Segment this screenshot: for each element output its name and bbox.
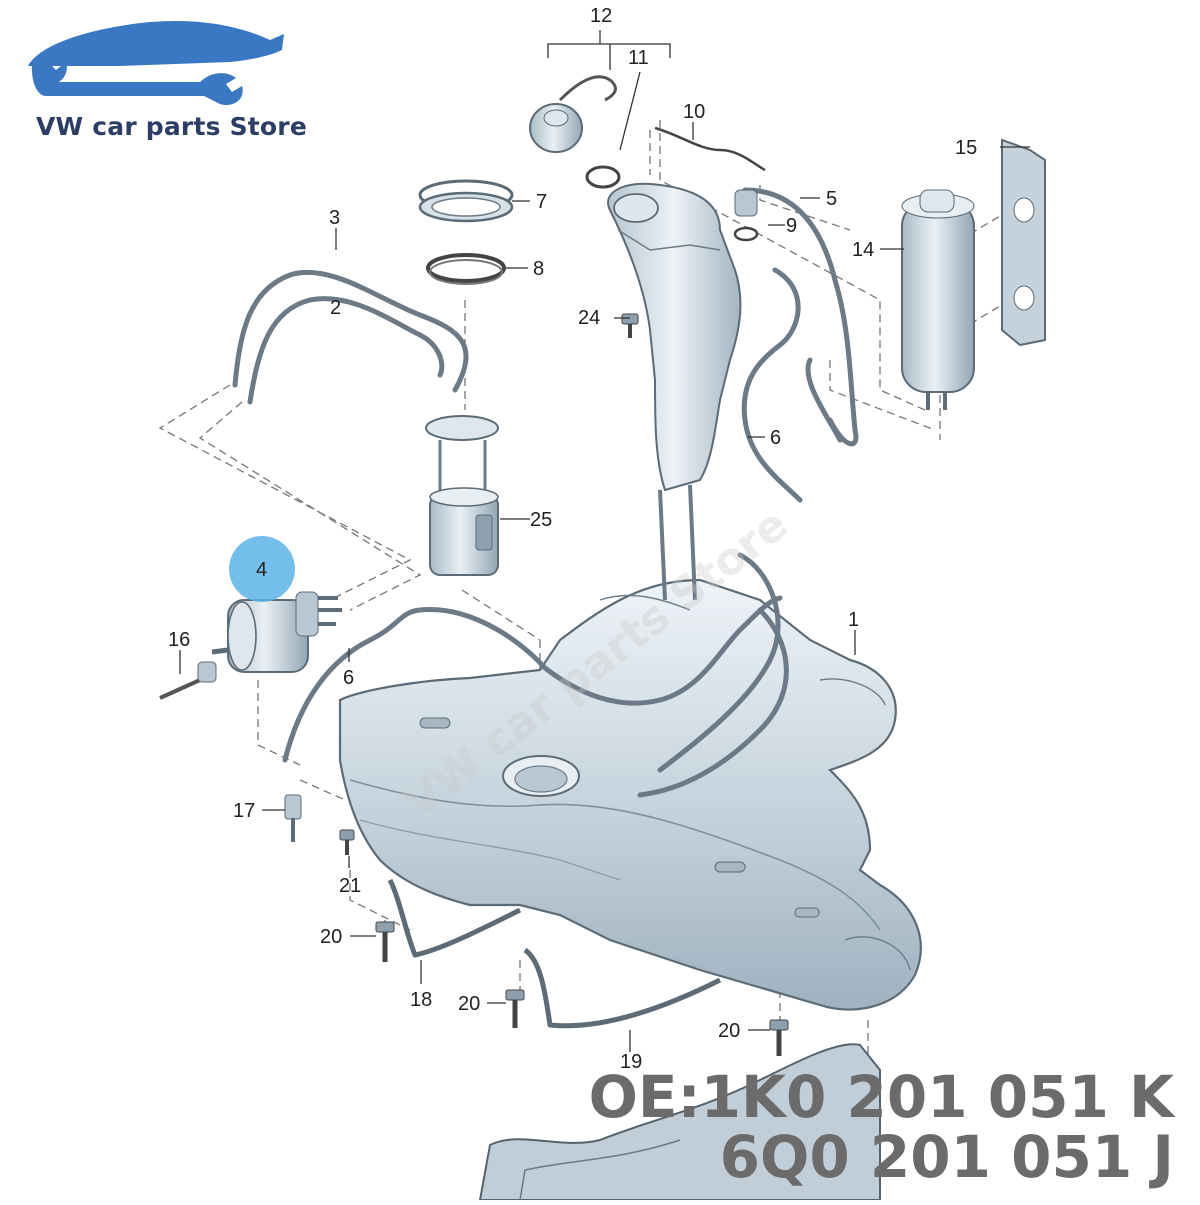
highlight-circle [229, 536, 295, 602]
heat-shield [478, 1043, 881, 1201]
callout-7: 7 [536, 191, 547, 213]
store-logo [28, 20, 284, 106]
leader-lines [179, 30, 1030, 1052]
callout-18: 18 [410, 989, 432, 1011]
callout-8: 8 [533, 258, 544, 280]
locking-ring [418, 179, 514, 223]
callout-6-left: 6 [343, 667, 354, 689]
callout-20-mid: 20 [458, 993, 480, 1015]
bolt-20a-icon [375, 921, 395, 962]
wrench-icon [31, 50, 243, 106]
car-silhouette-icon [28, 20, 284, 66]
oe-number-2: 6Q0 201 051 J [719, 1123, 1174, 1191]
connector-16 [159, 661, 217, 700]
seal-ring [426, 253, 506, 285]
callout-labels: 12 11 10 15 7 5 9 3 8 14 2 24 6 25 1 16 … [168, 5, 977, 1073]
bolt-21-icon [339, 829, 355, 855]
connector-17 [284, 794, 302, 842]
tank-straps [387, 878, 722, 1029]
carbon-canister [901, 189, 975, 410]
fuel-lines [232, 187, 859, 798]
bolt-24-icon [621, 313, 639, 338]
callout-20-right: 20 [718, 1020, 740, 1042]
callout-4-highlighted: 4 [256, 559, 267, 581]
tank-cap [529, 75, 621, 189]
canister-bracket [1001, 138, 1046, 347]
filler-neck [607, 182, 742, 601]
callout-11: 11 [628, 47, 649, 69]
store-name: VW car parts Store [36, 112, 307, 141]
callout-19: 19 [620, 1051, 642, 1073]
callout-3: 3 [329, 207, 340, 229]
callout-15: 15 [955, 137, 977, 159]
callout-16: 16 [168, 629, 190, 651]
callout-2: 2 [330, 297, 341, 319]
callout-1: 1 [848, 609, 859, 631]
callout-24: 24 [578, 307, 600, 329]
wiring-10 [654, 126, 766, 172]
callout-20-left: 20 [320, 926, 342, 948]
callout-12: 12 [590, 5, 612, 27]
callout-17: 17 [233, 800, 255, 822]
callout-14: 14 [852, 239, 874, 261]
callout-25: 25 [530, 509, 552, 531]
bolt-20c-icon [769, 1019, 789, 1056]
callout-6-top: 6 [770, 427, 781, 449]
vent-valve [733, 189, 759, 242]
fuel-pump [425, 415, 499, 576]
fuel-filter [211, 591, 342, 673]
bolts [339, 313, 789, 1056]
bolt-20b-icon [505, 989, 525, 1028]
callout-10: 10 [683, 101, 705, 123]
fuel-tank [338, 578, 922, 1011]
callout-5: 5 [826, 188, 837, 210]
callout-21: 21 [339, 875, 361, 897]
callout-9: 9 [786, 215, 797, 237]
oe-number-1: OE:1K0 201 051 K [588, 1063, 1174, 1131]
